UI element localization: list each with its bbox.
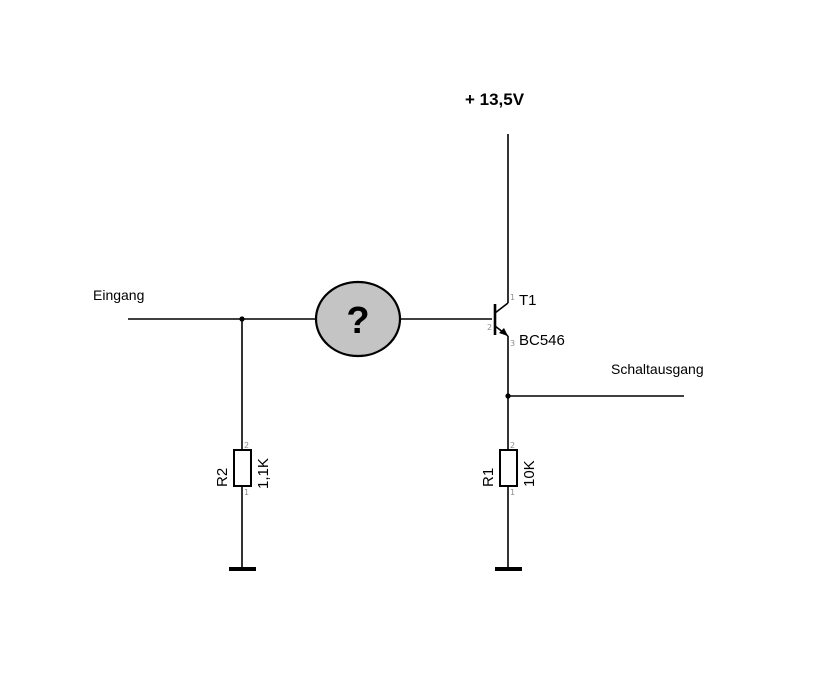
output-label: Schaltausgang [611, 361, 704, 377]
transistor-ref: T1 [519, 292, 537, 309]
transistor-t1: 1 2 3 T1 BC546 [487, 292, 565, 349]
r2-pin-bottom: 1 [244, 488, 249, 497]
unknown-component-body [314, 280, 402, 358]
resistor-r2-ref: R2 [214, 468, 231, 487]
r1-pin-bottom: 1 [510, 488, 515, 497]
transistor-collector-lead [494, 302, 509, 314]
r1-pin-top: 2 [510, 441, 515, 450]
transistor-pin-base: 2 [487, 323, 492, 332]
resistor-r1-ref: R1 [480, 468, 497, 487]
supply-voltage-label: + 13,5V [465, 90, 525, 109]
transistor-type: BC546 [519, 332, 565, 349]
emitter-arrow-icon [499, 328, 508, 336]
unknown-component: ? [314, 280, 402, 358]
resistor-r1-body [499, 449, 518, 487]
transistor-pin-emitter: 3 [510, 339, 515, 348]
transistor-pin-collector: 1 [510, 293, 515, 302]
resistor-r2: 2 1 R2 1,1K [214, 441, 272, 497]
resistor-r2-value: 1,1K [255, 458, 272, 489]
resistor-r2-body [233, 449, 252, 487]
input-label: Eingang [93, 287, 144, 303]
question-mark-icon: ? [346, 300, 369, 342]
r2-pin-top: 2 [244, 441, 249, 450]
resistor-r1: 2 1 R1 10K [480, 441, 538, 497]
resistor-r1-value: 10K [521, 460, 538, 487]
